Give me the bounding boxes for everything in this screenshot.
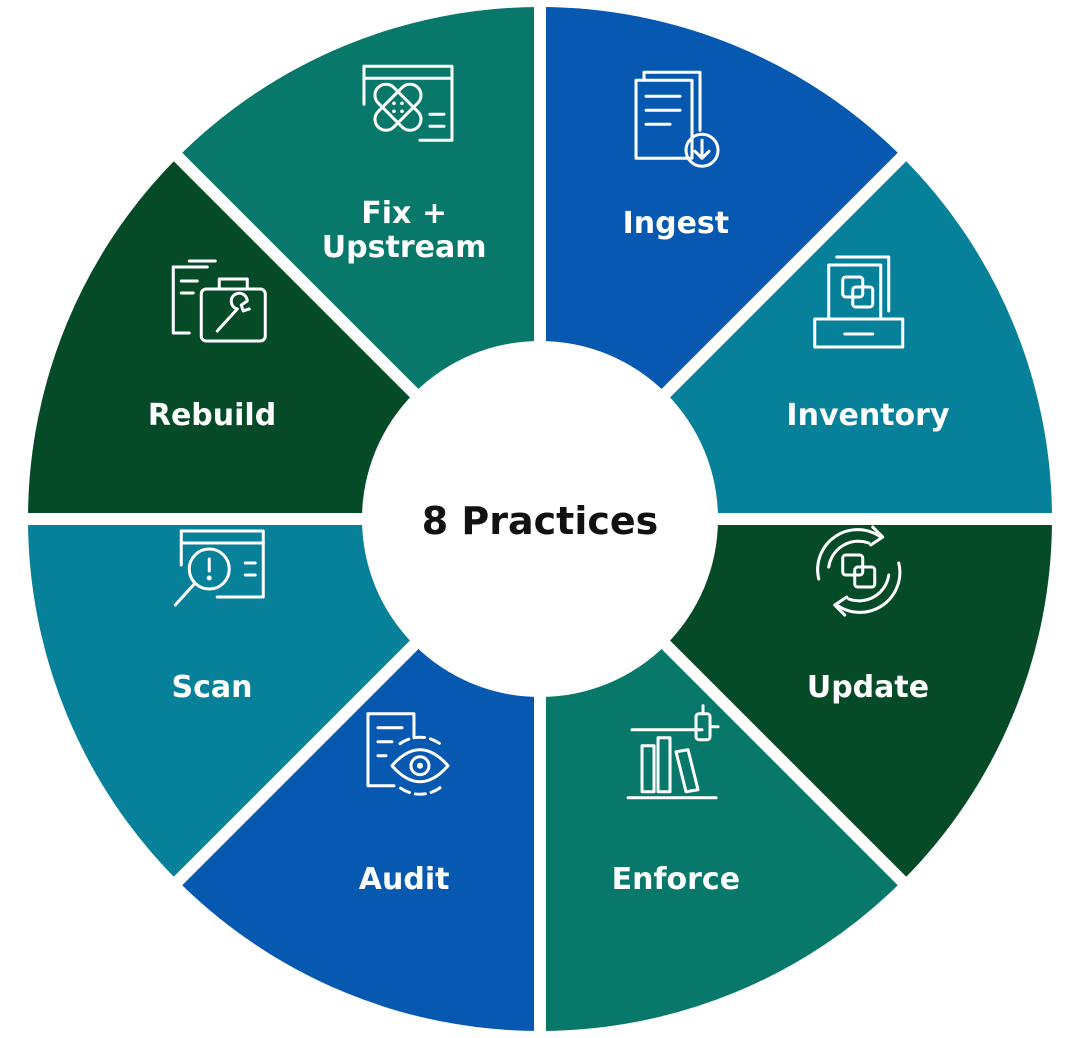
segment-label-ingest: Ingest: [623, 206, 730, 241]
segment-label-line: Update: [807, 670, 929, 705]
segment-label-line: Enforce: [612, 862, 740, 897]
segment-label-line: Scan: [172, 670, 253, 705]
segment-label-line: Ingest: [623, 206, 730, 241]
toolbox-wrench-icon: [171, 259, 267, 343]
update-cycle-icon: [816, 525, 902, 617]
segment-icons: [171, 64, 905, 800]
document-download-icon: [634, 70, 720, 168]
segment-label-line: Audit: [359, 862, 450, 897]
segment-label-audit: Audit: [359, 862, 450, 897]
center-disc: [362, 341, 718, 697]
segment-label-fix: Fix +Upstream: [322, 196, 487, 265]
inventory-tray-icon: [813, 255, 905, 349]
library-gavel-icon: [626, 704, 720, 800]
segment-label-line: Rebuild: [148, 398, 276, 433]
segment-label-line: Upstream: [322, 230, 487, 265]
magnifier-alert-icon: [173, 529, 265, 607]
segment-label-rebuild: Rebuild: [148, 398, 276, 433]
segment-label-line: Inventory: [786, 398, 950, 433]
center-title: 8 Practices: [422, 499, 659, 543]
segment-label-update: Update: [807, 670, 929, 705]
bandage-window-icon: [362, 64, 454, 142]
segment-label-inventory: Inventory: [786, 398, 950, 433]
document-eye-icon: [366, 712, 450, 796]
segment-label-line: Fix +: [361, 196, 447, 231]
segment-label-enforce: Enforce: [612, 862, 740, 897]
segment-label-scan: Scan: [172, 670, 253, 705]
